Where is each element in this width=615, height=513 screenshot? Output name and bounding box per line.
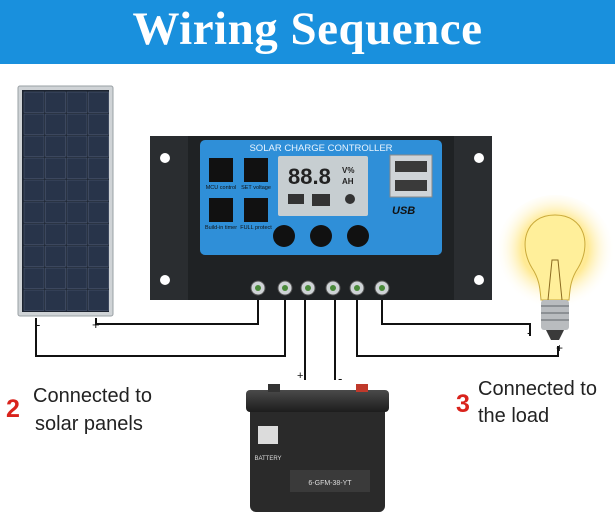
solar-cell [45,245,66,267]
solar-cell [23,157,45,179]
solar-cell [23,201,45,223]
lcd-unit-top: V% [342,166,354,175]
battery-positive-label: + [297,370,303,382]
light-bulb: - + [495,195,615,355]
solar-cell [45,135,66,157]
up-button[interactable] [310,225,332,247]
solar-cell [45,91,66,113]
solar-cell [88,267,109,289]
solar-cell [66,91,88,113]
terminal-screw-head [330,285,336,291]
set-voltage-icon [244,158,268,182]
terminal-screw-head [255,285,261,291]
solar-cell [88,201,109,223]
solar-cell [88,223,109,245]
solar-cell [45,289,66,311]
step-2-number: 2 [6,395,20,423]
solar-cell [88,113,109,135]
bulb-positive-label: + [556,341,563,355]
solar-cell [23,223,45,245]
step-3-number: 3 [456,390,470,418]
panel-negative-label: - [36,317,40,332]
step-2-line-1: Connected to [33,385,152,407]
terminal-screw-head [354,285,360,291]
set-voltage-label: SET voltage [241,185,271,191]
charge-controller: SOLAR CHARGE CONTROLLER MCU control SET … [150,136,492,300]
step-3-line-1: Connected to [478,378,597,400]
solar-cell [88,157,109,179]
solar-cell [23,267,45,289]
solar-cell [23,113,45,135]
solar-cell [45,157,66,179]
solar-cell [45,113,66,135]
battery-logo [258,426,278,444]
battery-model: 6-GFM-38-YT [308,480,352,487]
solar-cell [66,113,88,135]
solar-cell [88,91,109,113]
lcd-unit-bottom: AH [342,177,354,186]
controller-label: SOLAR CHARGE CONTROLLER [249,143,392,154]
usb-label: USB [392,205,415,217]
bulb-negative-label: - [527,325,531,340]
lcd-battery-icon [312,194,330,206]
solar-cell [88,135,109,157]
solar-cell [66,135,88,157]
wires [35,300,559,380]
menu-button[interactable] [273,225,295,247]
solar-cell [88,179,109,201]
solar-cell [23,179,45,201]
solar-cell [88,245,109,267]
solar-cell [88,289,109,311]
solar-cell [23,91,45,113]
timer-icon [209,198,233,222]
solar-cell [45,201,66,223]
solar-cell [66,179,88,201]
mcu-control-label: MCU control [206,185,237,191]
lcd-value: 88.8 [288,164,331,189]
battery-brand: BATTERY [254,456,281,462]
solar-cell [23,135,45,157]
battery: BATTERY 6-GFM-38-YT + - [246,370,389,512]
terminal-screw-head [305,285,311,291]
solar-cell [66,201,88,223]
timer-label: Build-in timer [205,225,237,231]
solar-cell [66,267,88,289]
solar-cell [45,223,66,245]
solar-cell [66,157,88,179]
page-title: Wiring Sequence [132,3,483,55]
full-protect-icon [244,198,268,222]
solar-cell [66,245,88,267]
solar-cell [23,245,45,267]
terminal-screw-head [379,285,385,291]
step-2-line-2: solar panels [35,413,143,435]
terminal-strip [250,280,390,296]
lcd-bulb-icon [345,194,355,204]
solar-panel: - + [17,85,114,332]
solar-cell [45,179,66,201]
full-protect-label: FULL protect [240,225,272,231]
mcu-control-icon [209,158,233,182]
title-banner: Wiring Sequence [0,0,615,64]
solar-cell [23,289,45,311]
lcd-panel-icon [288,194,304,204]
solar-cell [66,289,88,311]
solar-cell [45,267,66,289]
wiring-diagram: - + SOLAR CHARGE CONTROLLER MCU control … [17,85,615,512]
down-button[interactable] [347,225,369,247]
battery-negative-label: - [338,371,342,386]
terminal-screw-head [282,285,288,291]
solar-cell [66,223,88,245]
step-3-line-2: the load [478,405,550,427]
